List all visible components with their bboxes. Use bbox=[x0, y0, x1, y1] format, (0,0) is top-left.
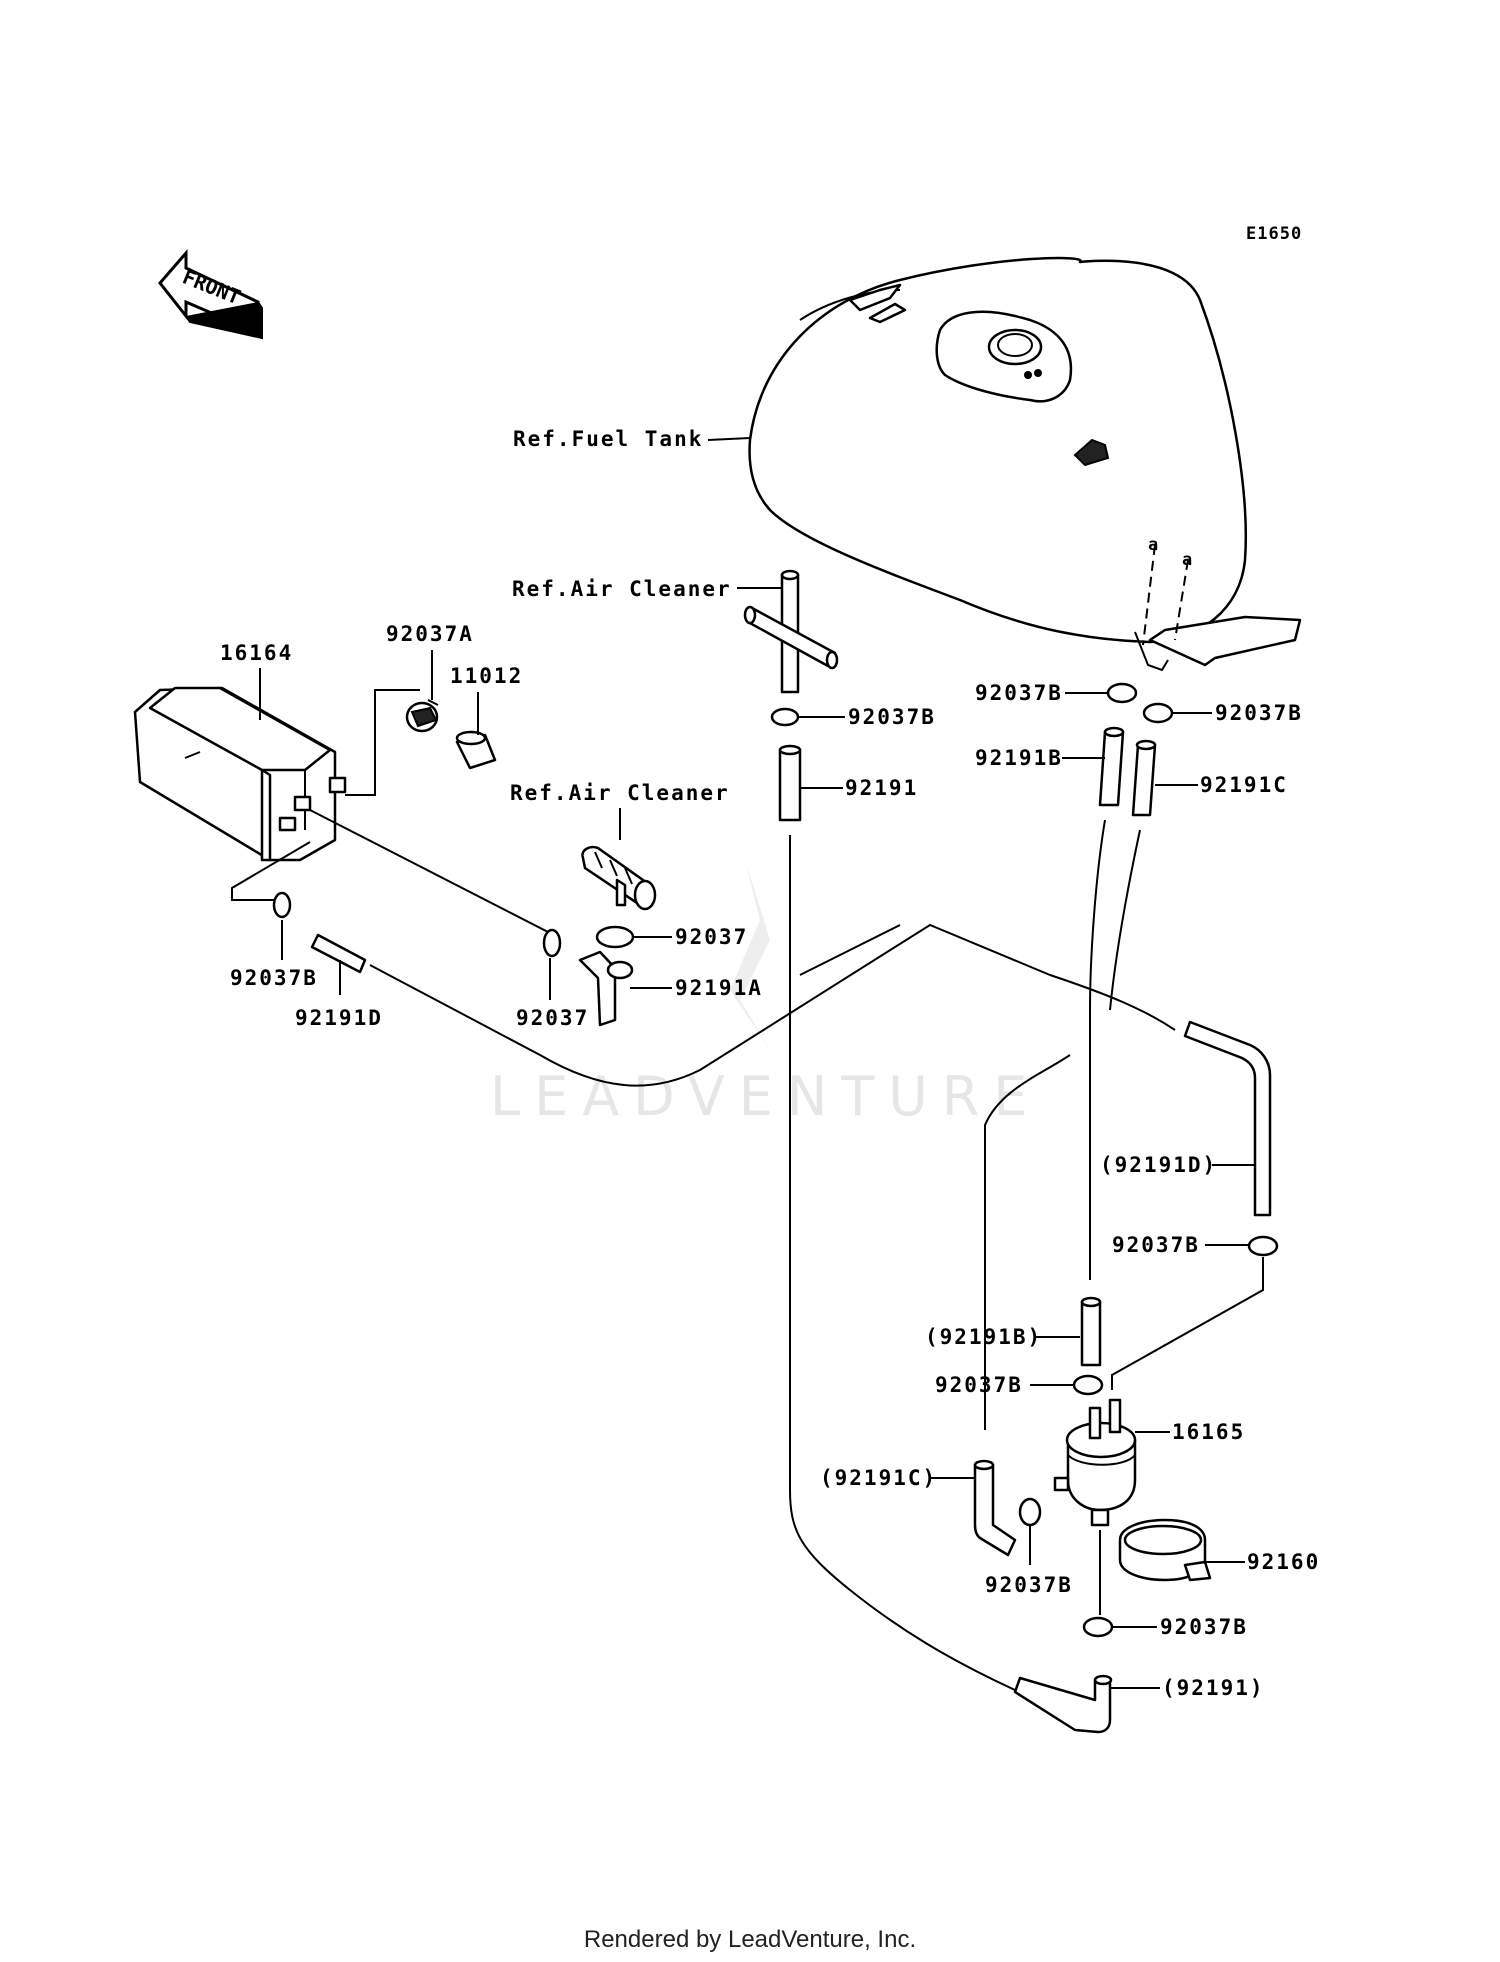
ref-fuel-tank-label: Ref.Fuel Tank bbox=[513, 427, 703, 451]
callout-92037a: 92037A bbox=[386, 622, 474, 646]
callout-92037b-filter: 92037B bbox=[935, 1373, 1023, 1397]
hose-route-92191b bbox=[1089, 819, 1106, 1280]
cap-11012 bbox=[455, 730, 497, 770]
callout-92191: 92191 bbox=[845, 776, 918, 800]
callout-92037b-right: 92037B bbox=[1112, 1233, 1200, 1257]
callout-92191a: 92191A bbox=[675, 976, 763, 1000]
callout-92037-left: 92037 bbox=[516, 1006, 589, 1030]
clamp-92037b-lower-left bbox=[1018, 1497, 1042, 1527]
clamp-92037b-upper-left bbox=[1106, 682, 1138, 704]
svg-text:a: a bbox=[1182, 550, 1193, 570]
callout-92191c-ref: (92191C) bbox=[820, 1466, 937, 1490]
callout-92191b: 92191B bbox=[975, 746, 1063, 770]
callout-92037b-bottom: 92037B bbox=[1160, 1615, 1248, 1639]
callout-16164: 16164 bbox=[220, 641, 293, 665]
hose-92191 bbox=[778, 748, 802, 822]
hose-92191c-lower bbox=[973, 1463, 1017, 1557]
hose-92191d-short bbox=[310, 933, 367, 974]
bracket-92160 bbox=[1118, 1518, 1212, 1582]
callout-92037b-upper-right: 92037B bbox=[1215, 701, 1303, 725]
hose-route-92191d bbox=[369, 923, 1176, 1087]
hose-route-92191 bbox=[789, 835, 1016, 1691]
callout-92037b-upper-left: 92037B bbox=[975, 681, 1063, 705]
callout-92191b-ref: (92191B) bbox=[925, 1325, 1042, 1349]
ref-air-cleaner-mid-label: Ref.Air Cleaner bbox=[510, 781, 730, 805]
callout-92191d-ref: (92191D) bbox=[1100, 1153, 1217, 1177]
hose-92191b-upper bbox=[1098, 730, 1125, 807]
fuel-filter-16165 bbox=[1053, 1398, 1137, 1527]
clamp-92037b-right bbox=[1247, 1235, 1279, 1257]
footer-credit: Rendered by LeadVenture, Inc. bbox=[583, 1926, 917, 1953]
hose-92191c-upper bbox=[1131, 743, 1157, 817]
callout-16165: 16165 bbox=[1172, 1420, 1245, 1444]
hose-92191a bbox=[578, 950, 617, 1027]
clamp-92037b-filter bbox=[1072, 1374, 1104, 1396]
callout-11012: 11012 bbox=[450, 664, 523, 688]
canister-16164 bbox=[133, 686, 347, 862]
diagram-code: E1650 bbox=[1246, 224, 1302, 244]
hose-route-92191c-b bbox=[984, 1054, 1071, 1430]
clamp-92037b-bottom bbox=[1082, 1616, 1114, 1638]
air-cleaner-t-fitting bbox=[743, 569, 839, 694]
ref-air-cleaner-top-label: Ref.Air Cleaner bbox=[512, 577, 732, 601]
callout-92037b-mid: 92037B bbox=[848, 705, 936, 729]
air-cleaner-fitting bbox=[581, 845, 657, 911]
clamp-92037b-left bbox=[272, 891, 292, 919]
hose-92191d-right bbox=[1183, 1020, 1272, 1217]
callout-92037b-lower-left: 92037B bbox=[985, 1573, 1073, 1597]
clamp-92037-left bbox=[542, 928, 562, 958]
callout-92037b-left: 92037B bbox=[230, 966, 318, 990]
watermark: LEADVENTURE bbox=[490, 860, 1041, 1128]
watermark-text: LEADVENTURE bbox=[490, 1065, 1041, 1128]
callout-92191c: 92191C bbox=[1200, 773, 1288, 797]
callout-92191-ref: (92191) bbox=[1162, 1676, 1265, 1700]
clamp-92037b bbox=[770, 707, 800, 727]
callout-92160: 92160 bbox=[1247, 1550, 1320, 1574]
clamp-92037a bbox=[405, 699, 439, 733]
hose-route-92191c-a bbox=[1109, 829, 1141, 1011]
fuel-tank: a a bbox=[748, 256, 1302, 672]
svg-text:a: a bbox=[1148, 535, 1159, 555]
hose-92191b-lower bbox=[1080, 1300, 1102, 1367]
hose-92191-bottom bbox=[1013, 1676, 1112, 1734]
front-arrow-icon: FRONT bbox=[158, 248, 263, 340]
callout-92191d: 92191D bbox=[295, 1006, 383, 1030]
callout-92037-right: 92037 bbox=[675, 925, 748, 949]
clamp-92037b-upper-right bbox=[1142, 702, 1174, 724]
clamp-92037-right bbox=[595, 925, 635, 949]
